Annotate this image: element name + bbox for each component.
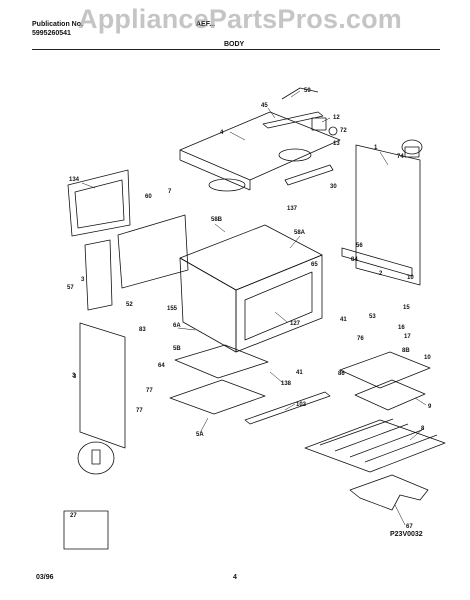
callout-5a: 5A	[196, 432, 204, 438]
callout-83: 83	[139, 327, 146, 333]
callout-76: 76	[357, 336, 364, 342]
bake-element	[349, 474, 429, 511]
callout-155: 155	[167, 306, 178, 312]
section-title: BODY	[224, 41, 245, 48]
callout-10-lower: 10	[424, 355, 431, 361]
left-side-panel	[79, 322, 126, 449]
callout-1: 1	[374, 145, 378, 151]
callout-2: 2	[379, 271, 383, 277]
model-number: AEF...	[196, 21, 216, 28]
callout-77-lower: 77	[136, 408, 143, 414]
inset-box	[63, 510, 109, 550]
callout-41-lower: 41	[296, 370, 303, 376]
callout-138: 138	[281, 381, 292, 387]
callout-137: 137	[287, 206, 298, 212]
callout-3-lower: 3	[72, 373, 76, 379]
callout-57: 57	[67, 285, 74, 291]
leader-lines	[81, 90, 427, 526]
callout-12: 12	[333, 115, 340, 121]
callout-45: 45	[261, 103, 268, 109]
vent-tube	[281, 87, 319, 100]
oven-cavity	[179, 224, 323, 353]
bottom-trim	[341, 247, 413, 277]
callout-60: 60	[145, 194, 152, 200]
side-bracket	[84, 239, 113, 311]
callout-102: 102	[296, 402, 307, 408]
callout-17: 17	[404, 334, 411, 340]
callout-4: 4	[220, 130, 224, 136]
footer-page-number: 4	[233, 574, 237, 581]
callout-127: 127	[290, 321, 301, 327]
drawing-code: P23V0032	[390, 531, 423, 538]
callout-59: 59	[304, 88, 311, 94]
callout-3-side: 3	[73, 374, 77, 380]
callout-30: 30	[330, 184, 337, 190]
callout-58b: 58B	[211, 217, 223, 223]
callout-7: 7	[168, 189, 172, 195]
leveling-leg	[77, 441, 115, 475]
callout-64: 64	[158, 363, 165, 369]
bottom-rail	[244, 391, 331, 425]
rear-panel	[117, 214, 189, 289]
callout-52: 52	[126, 302, 133, 308]
callout-84: 84	[351, 257, 358, 263]
drawer-panel-5b	[174, 344, 269, 379]
broiler-pan	[339, 351, 431, 411]
header-rule	[32, 49, 440, 50]
footer-date: 03/96	[36, 574, 54, 581]
callout-3-upper: 3	[81, 277, 85, 283]
top-trim-strip	[262, 111, 334, 186]
knob-part	[401, 139, 423, 158]
callout-16: 16	[398, 325, 405, 331]
callout-53: 53	[369, 314, 376, 320]
storage-drawer-front	[67, 169, 131, 237]
callout-9: 9	[428, 404, 432, 410]
callout-27: 27	[70, 513, 77, 519]
oven-rack	[304, 418, 446, 473]
callout-6a: 6A	[173, 323, 181, 329]
callout-13: 13	[333, 141, 340, 147]
callout-56: 56	[356, 243, 363, 249]
callout-134: 134	[69, 177, 80, 183]
right-side-panel	[355, 144, 421, 286]
callout-58a: 58A	[294, 230, 306, 236]
drawer-panel-5a	[169, 379, 266, 415]
callout-10: 10	[407, 275, 414, 281]
callout-77-upper: 77	[146, 388, 153, 394]
callout-72: 72	[340, 128, 347, 134]
callout-labels: 59 45 12 72 13 4 1 74 30 134 60 7 137 58…	[67, 88, 432, 530]
callout-74: 74	[397, 154, 404, 160]
callout-65: 65	[311, 262, 318, 268]
callout-67: 67	[406, 524, 413, 530]
switch-part	[311, 117, 327, 131]
callout-41-upper: 41	[340, 317, 347, 323]
cooktop-top-panel	[179, 111, 341, 192]
callout-8b: 8B	[402, 348, 410, 354]
callout-86: 86	[338, 371, 345, 377]
callout-5b: 5B	[173, 346, 181, 352]
watermark-text: AppliancePartsPros.com	[78, 4, 403, 34]
callout-15: 15	[403, 305, 410, 311]
publication-number: 5995260541	[32, 30, 71, 37]
publication-label: Publication No.	[32, 21, 83, 28]
